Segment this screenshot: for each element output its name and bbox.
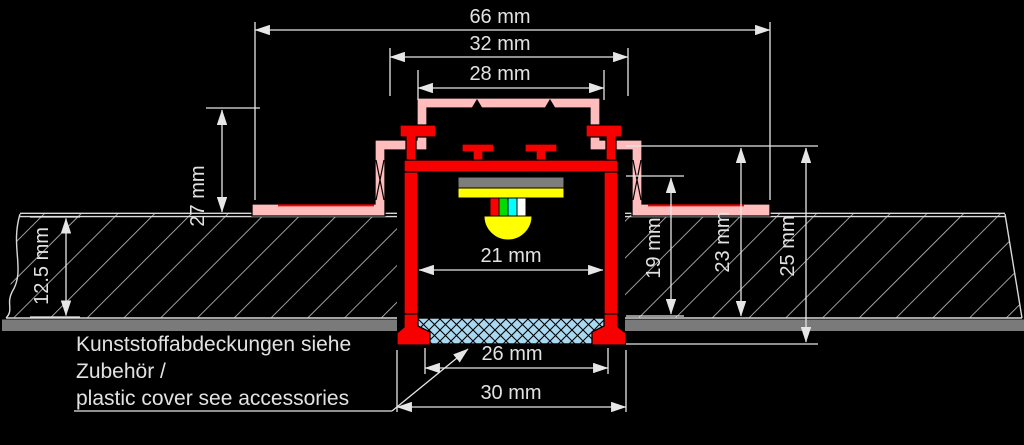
- mount-tab-outer-left: [399, 124, 437, 161]
- trim-notch-right: [544, 99, 556, 109]
- trim-notch-left: [471, 99, 483, 109]
- plastic-cover: [403, 317, 619, 345]
- mount-tab-inner-left: [461, 143, 495, 161]
- dim-label-profile-width: 28 mm: [469, 63, 530, 85]
- profile-top-web: [403, 159, 619, 173]
- panel-underside-left: [2, 319, 397, 331]
- dim-label-housing-depth: 23 mm: [712, 211, 734, 272]
- led-chip-green: [498, 197, 509, 217]
- led-board-strip: [457, 187, 565, 199]
- led-chip-red: [489, 197, 500, 217]
- drywall-hatch-right: [625, 214, 1022, 318]
- dim-label-inner-depth: 19 mm: [643, 217, 665, 278]
- dim-label-overall-width: 66 mm: [469, 6, 530, 28]
- ceiling-panel-left: [2, 212, 397, 331]
- dimension-lines: [30, 22, 818, 413]
- torn-edge-left: [5, 213, 21, 319]
- cover-crosshatch: [403, 317, 619, 345]
- ceiling-panel-right: [625, 212, 1024, 331]
- note-line-3: plastic cover see accessories: [76, 387, 349, 410]
- dim-label-trim-width: 32 mm: [469, 33, 530, 55]
- led-pcb: [457, 176, 565, 189]
- accessory-note: Kunststoffabdeckungen siehe Zubehör / pl…: [76, 333, 351, 410]
- dim-label-cover-width: 26 mm: [481, 343, 542, 365]
- dimension-labels: 66 mm 32 mm 28 mm 21 mm 26 mm 30 mm 12.5…: [31, 6, 799, 404]
- panel-underside-right: [625, 319, 1024, 331]
- dim-label-total-depth: 25 mm: [777, 215, 799, 276]
- light-bulb-icon: [483, 215, 533, 241]
- led-module: [457, 176, 565, 241]
- trim-spring-marks: [375, 159, 642, 201]
- profile-foot-right: [591, 313, 627, 346]
- led-profile: [396, 124, 627, 346]
- profile-wall-left: [403, 171, 419, 315]
- mount-tab-inner-right: [524, 143, 558, 161]
- torn-edge-right: [1004, 213, 1023, 319]
- dim-label-trim-height: 27 mm: [187, 165, 209, 226]
- note-leader-line: [391, 348, 469, 412]
- led-chip-cyan: [507, 197, 518, 217]
- dim-label-inner-width: 21 mm: [480, 245, 541, 267]
- note-line-2: Zubehör /: [76, 360, 166, 383]
- led-chip-white: [516, 197, 527, 217]
- mount-tab-outer-right: [585, 124, 623, 161]
- profile-foot-left: [396, 313, 431, 346]
- drywall-hatch-left: [6, 214, 397, 318]
- dim-label-panel-thickness: 12.5 mm: [31, 227, 53, 305]
- dim-label-bottom-width: 30 mm: [480, 382, 541, 404]
- profile-wall-right: [603, 171, 619, 315]
- note-line-1: Kunststoffabdeckungen siehe: [76, 333, 351, 356]
